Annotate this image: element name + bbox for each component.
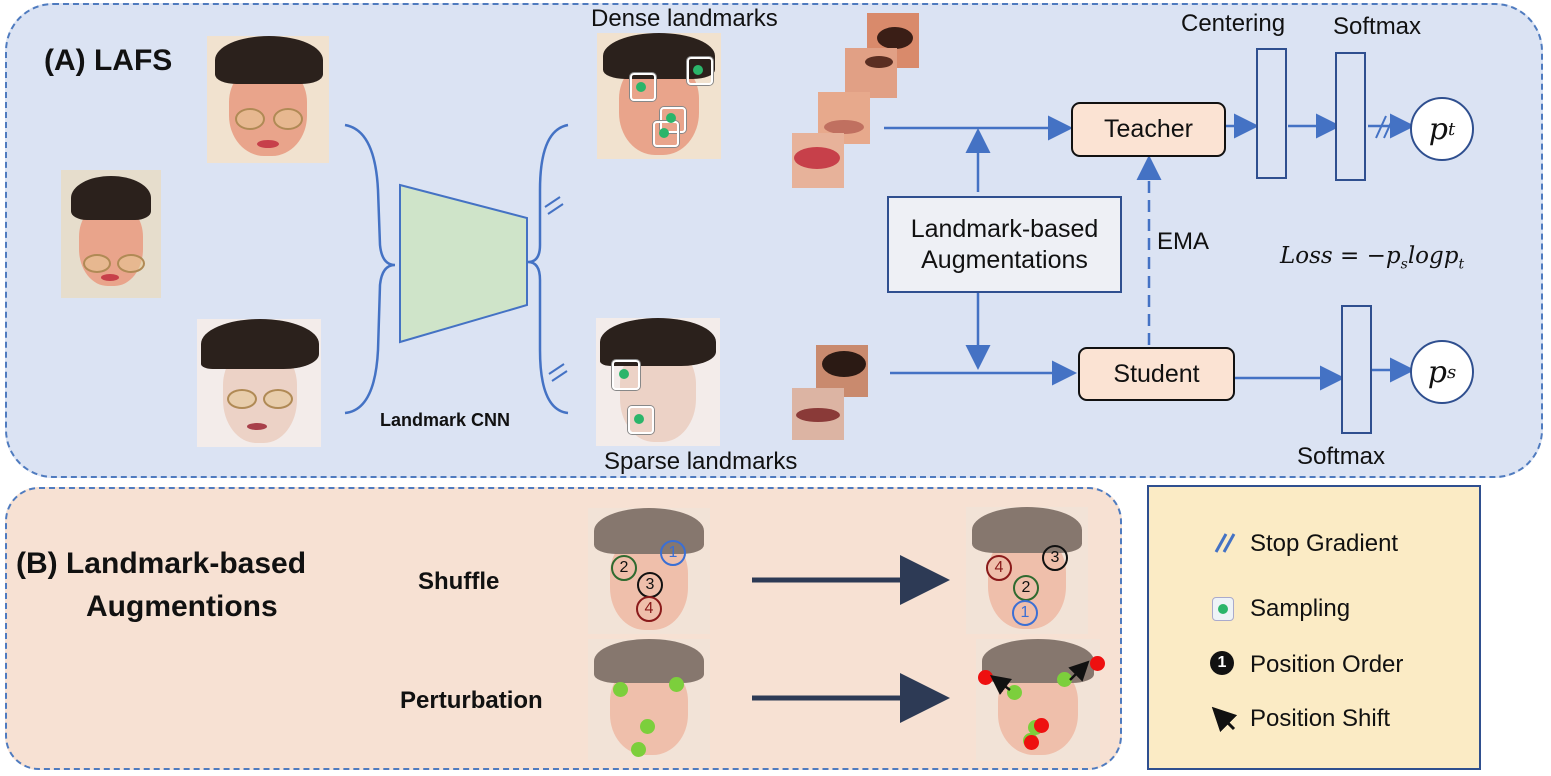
landmark-cnn-shape [399,183,528,344]
landmark-dot [669,677,684,692]
patch-eye-2 [845,48,897,98]
ps-base: p [1427,354,1447,390]
pt-sub: t [1447,118,1456,140]
dense-landmarks-face [597,33,721,159]
loss-sub-1: s [1400,256,1408,273]
order-4-before: 4 [636,596,662,622]
order-3-before: 3 [637,572,663,598]
shifted-landmark-dot [1024,735,1039,750]
dense-landmarks-label: Dense landmarks [591,5,778,32]
sparse-landmarks-face [596,318,720,446]
aug-line-1: Landmark-based [910,215,1099,243]
landmark-dot [631,742,646,757]
panel-b-title-1: (B) Landmark-based [16,547,307,580]
shifted-landmark-dot [1034,718,1049,733]
legend-box [1147,485,1481,770]
order-3-after: 3 [1042,545,1068,571]
loss-formula: Loss = −pslogpt [1280,243,1464,273]
perturbation-label: Perturbation [400,687,543,714]
landmark-dot [640,719,655,734]
double-slash-icon [1214,533,1236,553]
pt-base: p [1428,111,1448,147]
landmark-dot [613,682,628,697]
sparse-landmarks-label: Sparse landmarks [604,448,798,475]
green-dot-icon [1212,597,1234,621]
order-2-before: 2 [611,555,637,581]
shuffle-label: Shuffle [418,568,500,595]
order-1-after: 1 [1012,600,1038,626]
centering-label: Centering [1181,10,1286,37]
perturb-face-before [588,639,710,760]
softmax-top-label: Softmax [1333,13,1422,40]
order-1-before: 1 [660,540,686,566]
legend-position-shift: Position Shift [1250,705,1391,732]
input-face-middle [61,170,161,298]
output-brace [527,123,569,415]
diagonal-arrow-icon [1211,706,1238,733]
panel-a-title: (A) LAFS [44,44,173,77]
ema-label: EMA [1157,228,1210,255]
loss-part-1: Loss = −p [1280,243,1401,269]
order-2-after: 2 [1013,575,1039,601]
softmax-bottom-bar [1341,305,1372,434]
aug-line-2: Augmentations [921,245,1088,274]
loss-part-2: logp [1407,243,1459,269]
legend-position-order: Position Order [1250,651,1404,678]
shifted-landmark-dot [978,670,993,685]
patch-sparse-mouth [792,388,844,440]
centering-bar [1256,48,1287,179]
input-face-bottom [197,319,321,447]
ps-sub: s [1446,361,1457,383]
shifted-landmark-dot [1090,656,1105,671]
order-4-after: 4 [986,555,1012,581]
circled-number-icon: 1 [1210,651,1234,675]
loss-sub-2: t [1458,256,1465,273]
patch-mouth [792,133,844,188]
input-face-top [207,36,329,163]
softmax-bottom-label: Softmax [1297,443,1386,470]
legend-sampling: Sampling [1250,595,1351,622]
panel-b-title-2: Augmentions [86,590,278,623]
landmark-cnn-label: Landmark CNN [380,410,511,430]
perturb-face-after [976,639,1100,761]
student-node: Student [1078,347,1235,401]
shift-arrows [990,660,1090,695]
softmax-top-bar [1335,52,1366,181]
teacher-node: Teacher [1071,102,1226,157]
landmark-dot [1057,672,1072,687]
legend-stop-gradient: Stop Gradient [1250,530,1399,557]
input-brace [344,123,396,415]
